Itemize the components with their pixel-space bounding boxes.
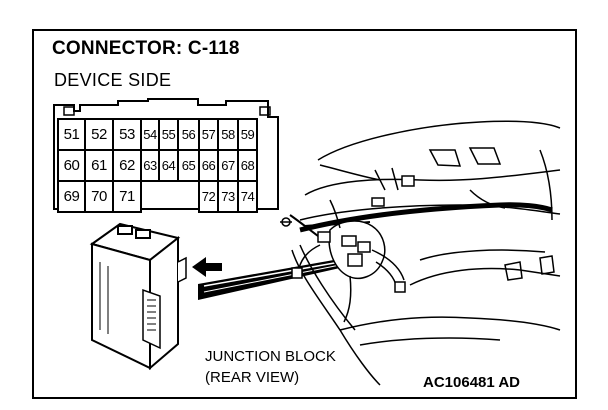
figure-frame xyxy=(32,29,577,399)
wiring-cluster xyxy=(291,175,415,323)
connector-pin: 73 xyxy=(217,180,239,213)
connector-pin: 70 xyxy=(84,180,114,213)
caption-line-1: JUNCTION BLOCK xyxy=(205,348,336,365)
screw-icon xyxy=(280,217,292,227)
wire-harness xyxy=(299,202,553,233)
junction-block-illustration xyxy=(89,222,187,371)
junction-block-caption: JUNCTION BLOCK (REAR VIEW) xyxy=(205,346,336,388)
connector-pin: 71 xyxy=(112,180,142,213)
connector-pin: 72 xyxy=(198,180,219,213)
device-side-label: DEVICE SIDE xyxy=(54,70,172,90)
connector-pin: 74 xyxy=(237,180,258,213)
connector-pin: 51 xyxy=(57,118,86,151)
connector-outline xyxy=(53,98,279,210)
arrow-icon xyxy=(192,257,222,277)
figure-code: AC106481 AD xyxy=(423,374,520,391)
connector-pin: 69 xyxy=(57,180,86,213)
connector-title: CONNECTOR: C-118 xyxy=(52,38,240,59)
caption-line-2: (REAR VIEW) xyxy=(205,369,300,386)
